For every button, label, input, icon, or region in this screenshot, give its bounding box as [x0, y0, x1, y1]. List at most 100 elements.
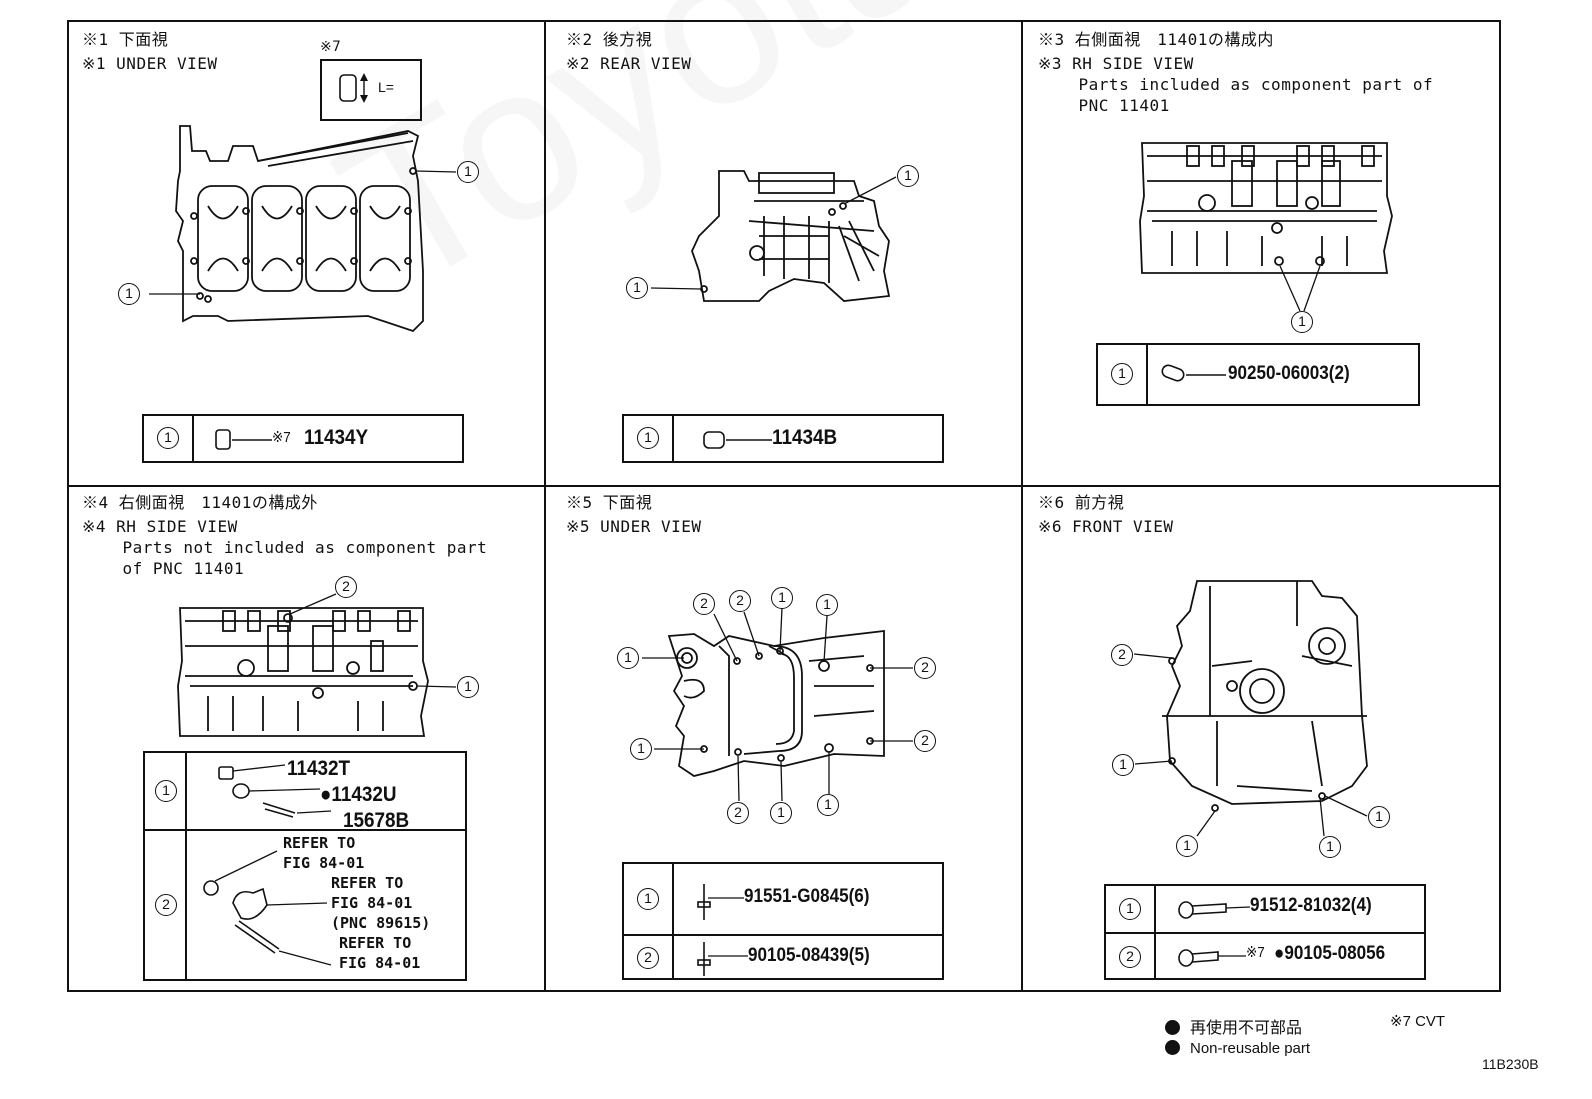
callout-1: 1	[897, 165, 919, 187]
callout-1: 1	[457, 676, 479, 698]
cylinder-block-rh-side-drawing	[177, 593, 457, 737]
refer-text: FIG 84-01	[331, 894, 413, 912]
panel-title-en: ※2 REAR VIEW	[566, 54, 692, 73]
panel-title-en: ※3 RH SIDE VIEW	[1038, 54, 1194, 73]
callout-2: 2	[335, 576, 357, 598]
parts-table: 1 2 91512-81032(4) ※7 ●90105-08056	[1104, 884, 1426, 980]
callout-1: 1	[771, 587, 793, 609]
part-list-1: 11432T ●11432U 15678B	[287, 756, 409, 834]
diagram-grid	[67, 20, 1501, 992]
length-label: L=	[378, 79, 394, 95]
panel-title-jp: ※1 下面視	[82, 30, 169, 49]
plug-icon	[703, 431, 772, 449]
cylinder-block-front-view-drawing	[1133, 580, 1368, 837]
fastener-icons	[203, 764, 332, 966]
bushing-length-icon	[339, 73, 368, 103]
table-divider	[145, 829, 465, 831]
callout-1: 1	[1291, 311, 1313, 333]
grid-divider	[1021, 22, 1023, 990]
panel-under-view-5: ※5 下面視 ※5 UNDER VIEW 2 2 1 1 1	[544, 486, 1020, 991]
plug-icon	[215, 429, 272, 450]
callout-1: 1	[617, 647, 639, 669]
refer-to-list: REFER TO FIG 84-01 REFER TO FIG 84-01 (P…	[283, 833, 430, 973]
panel-title-jp: ※4 右側面視 11401の構成外	[82, 493, 318, 512]
part-number: ●11432U	[320, 783, 397, 806]
callout-1: 1	[118, 283, 140, 305]
parts-table: 1 11434B	[622, 414, 944, 463]
callout-1: 1	[457, 161, 479, 183]
bolt-icons	[1178, 901, 1251, 967]
callout-1: 1	[817, 794, 839, 816]
panel-title-en: ※4 RH SIDE VIEW	[82, 517, 238, 536]
panel-title-jp: ※3 右側面視 11401の構成内	[1038, 30, 1274, 49]
panel-rh-side-view-included: ※3 右側面視 11401の構成内 ※3 RH SIDE VIEW Parts …	[1022, 21, 1500, 483]
cvt-note-label: ※7	[320, 39, 342, 55]
cvt-length-box: L=	[320, 59, 422, 121]
legend-cvt: ※7 CVT	[1390, 1013, 1446, 1030]
parts-table: 1 90250-06003(2)	[1096, 343, 1420, 406]
cylinder-block-rear-view-drawing	[650, 170, 897, 302]
panel-front-view: ※6 前方視 ※6 FRONT VIEW 2 1 1 1 1 1 2	[1022, 486, 1500, 991]
callout-2: 2	[729, 590, 751, 612]
part-number: 91512-81032(4)	[1250, 895, 1372, 916]
callout-2: 2	[693, 593, 715, 615]
panel-title-en: ※1 UNDER VIEW	[82, 54, 218, 73]
legend-non-reusable-jp: 再使用不可部品	[1165, 1014, 1302, 1038]
refer-text: REFER TO	[331, 874, 404, 892]
callout-1: 1	[1112, 754, 1134, 776]
callout-2: 2	[637, 947, 659, 969]
callout-1: 1	[637, 427, 659, 449]
panel-title-en: ※6 FRONT VIEW	[1038, 517, 1174, 536]
callout-2: 2	[914, 657, 936, 679]
panel-title-jp: ※2 後方視	[566, 30, 653, 49]
refer-text: (PNC 89615)	[331, 914, 431, 932]
filled-dot-icon	[1165, 1040, 1180, 1055]
callout-1: 1	[637, 888, 659, 910]
grid-divider	[69, 485, 1499, 487]
callout-1: 1	[1319, 836, 1341, 858]
panel-note: Parts included as component part of PNC …	[1078, 75, 1434, 115]
callout-2: 2	[1111, 644, 1133, 666]
filled-dot-icon	[1165, 1020, 1180, 1035]
part-number: 11434Y	[304, 426, 369, 449]
parts-table: 1 ※7 11434Y	[142, 414, 464, 463]
panel-title-jp: ※5 下面視	[566, 493, 653, 512]
panel-rear-view: ※2 後方視 ※2 REAR VIEW 1 1 1 11434B	[544, 21, 1020, 483]
callout-2: 2	[914, 730, 936, 752]
refer-text: FIG 84-01	[283, 854, 365, 872]
cvt-prefix: ※7	[272, 429, 291, 446]
part-number: ●90105-08056	[1274, 943, 1386, 964]
oil-pan-under-view-drawing	[642, 607, 913, 802]
callout-1: 1	[816, 594, 838, 616]
callout-1: 1	[626, 277, 648, 299]
table-divider	[624, 934, 942, 936]
grid-divider	[544, 22, 546, 990]
callout-1: 1	[770, 802, 792, 824]
part-number: 90105-08439(5)	[748, 945, 870, 966]
refer-text: REFER TO	[339, 934, 412, 952]
callout-1: 1	[630, 738, 652, 760]
cylinder-block-rh-side-drawing	[1139, 142, 1393, 312]
callout-1: 1	[1368, 806, 1390, 828]
part-number: 15678B	[343, 809, 410, 832]
callout-2: 2	[155, 894, 177, 916]
legend-non-reusable-en: Non-reusable part	[1165, 1040, 1310, 1057]
refer-text: REFER TO	[283, 834, 356, 852]
panel-title-jp: ※6 前方視	[1038, 493, 1125, 512]
figure-id: 11B230B	[1482, 1056, 1539, 1072]
callout-1: 1	[157, 427, 179, 449]
part-number: 11434B	[772, 426, 838, 449]
bolt-icons	[697, 884, 748, 976]
panel-title-en: ※5 UNDER VIEW	[566, 517, 702, 536]
panel-under-view-1: ※1 下面視 ※1 UNDER VIEW ※7 L=	[68, 21, 542, 483]
callout-1: 1	[1119, 898, 1141, 920]
callout-1: 1	[1111, 363, 1133, 385]
callout-2: 2	[1119, 946, 1141, 968]
panel-rh-side-view-not-included: ※4 右側面視 11401の構成外 ※4 RH SIDE VIEW Parts …	[68, 486, 542, 991]
parts-table: 1 2 11432T ●11432U 15678B REFER TO FIG 8…	[143, 751, 467, 981]
callout-2: 2	[727, 802, 749, 824]
part-number: 11432T	[287, 757, 351, 780]
callout-1: 1	[155, 780, 177, 802]
cylinder-block-under-view-drawing	[149, 125, 457, 333]
parts-table: 1 2 91551-G0845(6) 90105-08439(5)	[622, 862, 944, 980]
